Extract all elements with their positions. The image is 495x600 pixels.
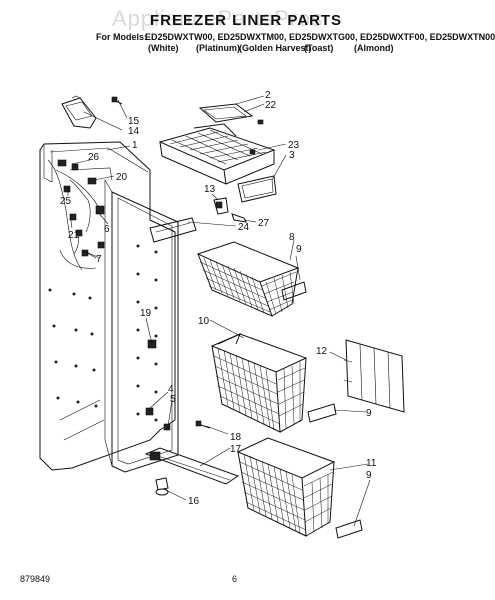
document-number: 879849	[20, 574, 51, 584]
callout-labels: 1 2 3 4 5 6 7 8 9 9 9 10 11 12 13 14 15 …	[60, 90, 377, 507]
callout-9b: 9	[366, 408, 372, 419]
callout-9c: 9	[366, 470, 372, 481]
callout-16: 16	[188, 496, 200, 507]
callout-22: 22	[265, 100, 277, 111]
callout-5: 5	[170, 394, 176, 405]
color-white: (White)	[148, 43, 179, 53]
leader-lines	[67, 95, 371, 527]
callout-26: 26	[88, 152, 100, 163]
callout-12: 12	[316, 346, 328, 357]
callout-7: 7	[96, 254, 102, 265]
callout-20: 20	[116, 172, 128, 183]
callout-1: 1	[132, 140, 138, 151]
callout-19: 19	[140, 308, 152, 319]
callout-2: 2	[265, 90, 271, 101]
callout-24: 24	[238, 222, 250, 233]
callout-6: 6	[104, 224, 110, 235]
models-label: For Models:	[96, 32, 147, 42]
callout-21: 21	[68, 230, 80, 241]
parts-diagram-page: AppliancePartsPros FREEZER LINER PARTS F…	[20, 6, 495, 584]
freezer-liner-drawing	[39, 141, 179, 473]
diagram-title: FREEZER LINER PARTS	[150, 12, 343, 29]
color-almond: (Almond)	[354, 43, 394, 53]
wall-clips-drawing	[97, 241, 171, 431]
color-golden-harvest: (Golden Harvest)	[239, 43, 312, 53]
watermark: AppliancePartsPros	[112, 6, 324, 31]
basket-divider-drawing	[343, 339, 405, 413]
upper-basket-drawing	[196, 241, 307, 317]
lower-basket-drawing	[236, 437, 363, 539]
callout-17: 17	[230, 444, 242, 455]
callout-13: 13	[204, 184, 216, 195]
middle-basket-drawing	[210, 333, 337, 433]
callout-11: 11	[366, 458, 377, 469]
page-number: 6	[232, 574, 238, 584]
color-toast: (Toast)	[304, 43, 334, 53]
callout-3: 3	[289, 150, 295, 161]
lower-rail-drawing	[144, 420, 240, 496]
callout-25: 25	[60, 196, 72, 207]
callout-27: 27	[258, 218, 270, 229]
callout-15: 15	[128, 116, 140, 127]
callout-8: 8	[289, 232, 295, 243]
models-list: ED25DWXTW00, ED25DWXTM00, ED25DWXTG00, E…	[145, 32, 495, 42]
air-diffuser-drawing	[61, 95, 123, 129]
callout-10: 10	[198, 316, 210, 327]
color-platinum: (Platinum)	[196, 43, 240, 53]
callout-18: 18	[230, 432, 242, 443]
liner-components-drawing	[57, 159, 105, 259]
shelf-frame-drawing	[158, 103, 277, 203]
callout-23: 23	[288, 140, 300, 151]
exploded-view-drawing: 1 2 3 4 5 6 7 8 9 9 9 10 11 12 13 14 15 …	[39, 90, 405, 539]
callout-14: 14	[128, 126, 140, 137]
callout-9a: 9	[296, 244, 302, 255]
basket-guide-drawing	[149, 197, 247, 243]
callout-4: 4	[168, 384, 174, 395]
